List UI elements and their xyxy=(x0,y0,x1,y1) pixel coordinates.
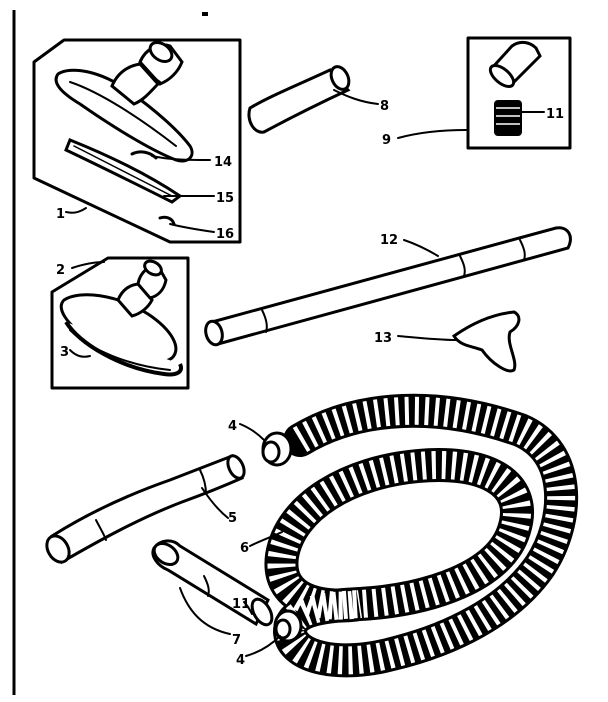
extension-wand xyxy=(204,226,572,347)
dusting-brush-bristles xyxy=(494,100,522,136)
leader-lines xyxy=(65,89,545,657)
callout-3: 3 xyxy=(60,345,69,360)
callout-1: 1 xyxy=(56,207,65,222)
callout-7: 7 xyxy=(232,633,241,648)
callout-9: 9 xyxy=(382,133,391,148)
callout-2: 2 xyxy=(56,263,65,278)
curved-handle-wand xyxy=(45,454,246,565)
speck xyxy=(202,12,208,16)
callout-8: 8 xyxy=(380,99,389,114)
callout-13: 13 xyxy=(374,331,392,346)
callout-4a: 4 xyxy=(228,419,237,434)
callout-14: 14 xyxy=(214,155,232,170)
round-brush-strip xyxy=(64,320,183,377)
callout-11b: 11 xyxy=(232,597,250,612)
floor-brush-assembly xyxy=(32,38,242,244)
dusting-brush-adapter xyxy=(466,36,572,150)
callout-labels: 1 2 3 4 4 5 6 7 8 9 11 11 12 13 14 15 16 xyxy=(56,99,564,668)
callout-11a: 11 xyxy=(546,107,564,122)
callout-12: 12 xyxy=(380,233,398,248)
callout-5: 5 xyxy=(228,511,237,526)
callout-4b: 4 xyxy=(236,653,245,668)
callout-6: 6 xyxy=(240,541,249,556)
callout-16: 16 xyxy=(216,227,234,242)
hose-end-adapter xyxy=(151,539,274,627)
hose-end-cuff xyxy=(273,609,303,643)
crevice-tool xyxy=(247,65,351,134)
callout-15: 15 xyxy=(216,191,234,206)
floor-brush-strip xyxy=(64,138,183,204)
hose-cuff xyxy=(261,431,293,467)
hose xyxy=(264,393,579,678)
upholstery-nozzle xyxy=(451,310,521,373)
